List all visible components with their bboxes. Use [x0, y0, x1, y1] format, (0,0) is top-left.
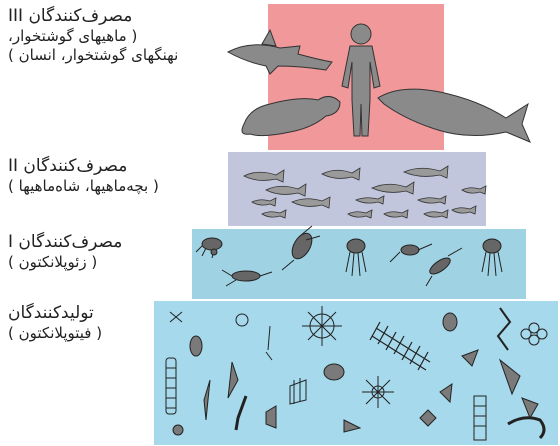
dolphin-icon — [378, 89, 530, 142]
radiolarian-icon — [302, 306, 342, 346]
fish-school-icon — [244, 166, 486, 218]
shark-icon — [228, 30, 332, 74]
colonial-diatom-icon — [370, 322, 430, 370]
seal-icon — [242, 96, 340, 135]
star-diatom-icon — [362, 376, 394, 408]
phytoplankton-icon — [166, 306, 547, 440]
zooplankton-icon — [196, 226, 502, 286]
human-icon — [342, 24, 380, 136]
